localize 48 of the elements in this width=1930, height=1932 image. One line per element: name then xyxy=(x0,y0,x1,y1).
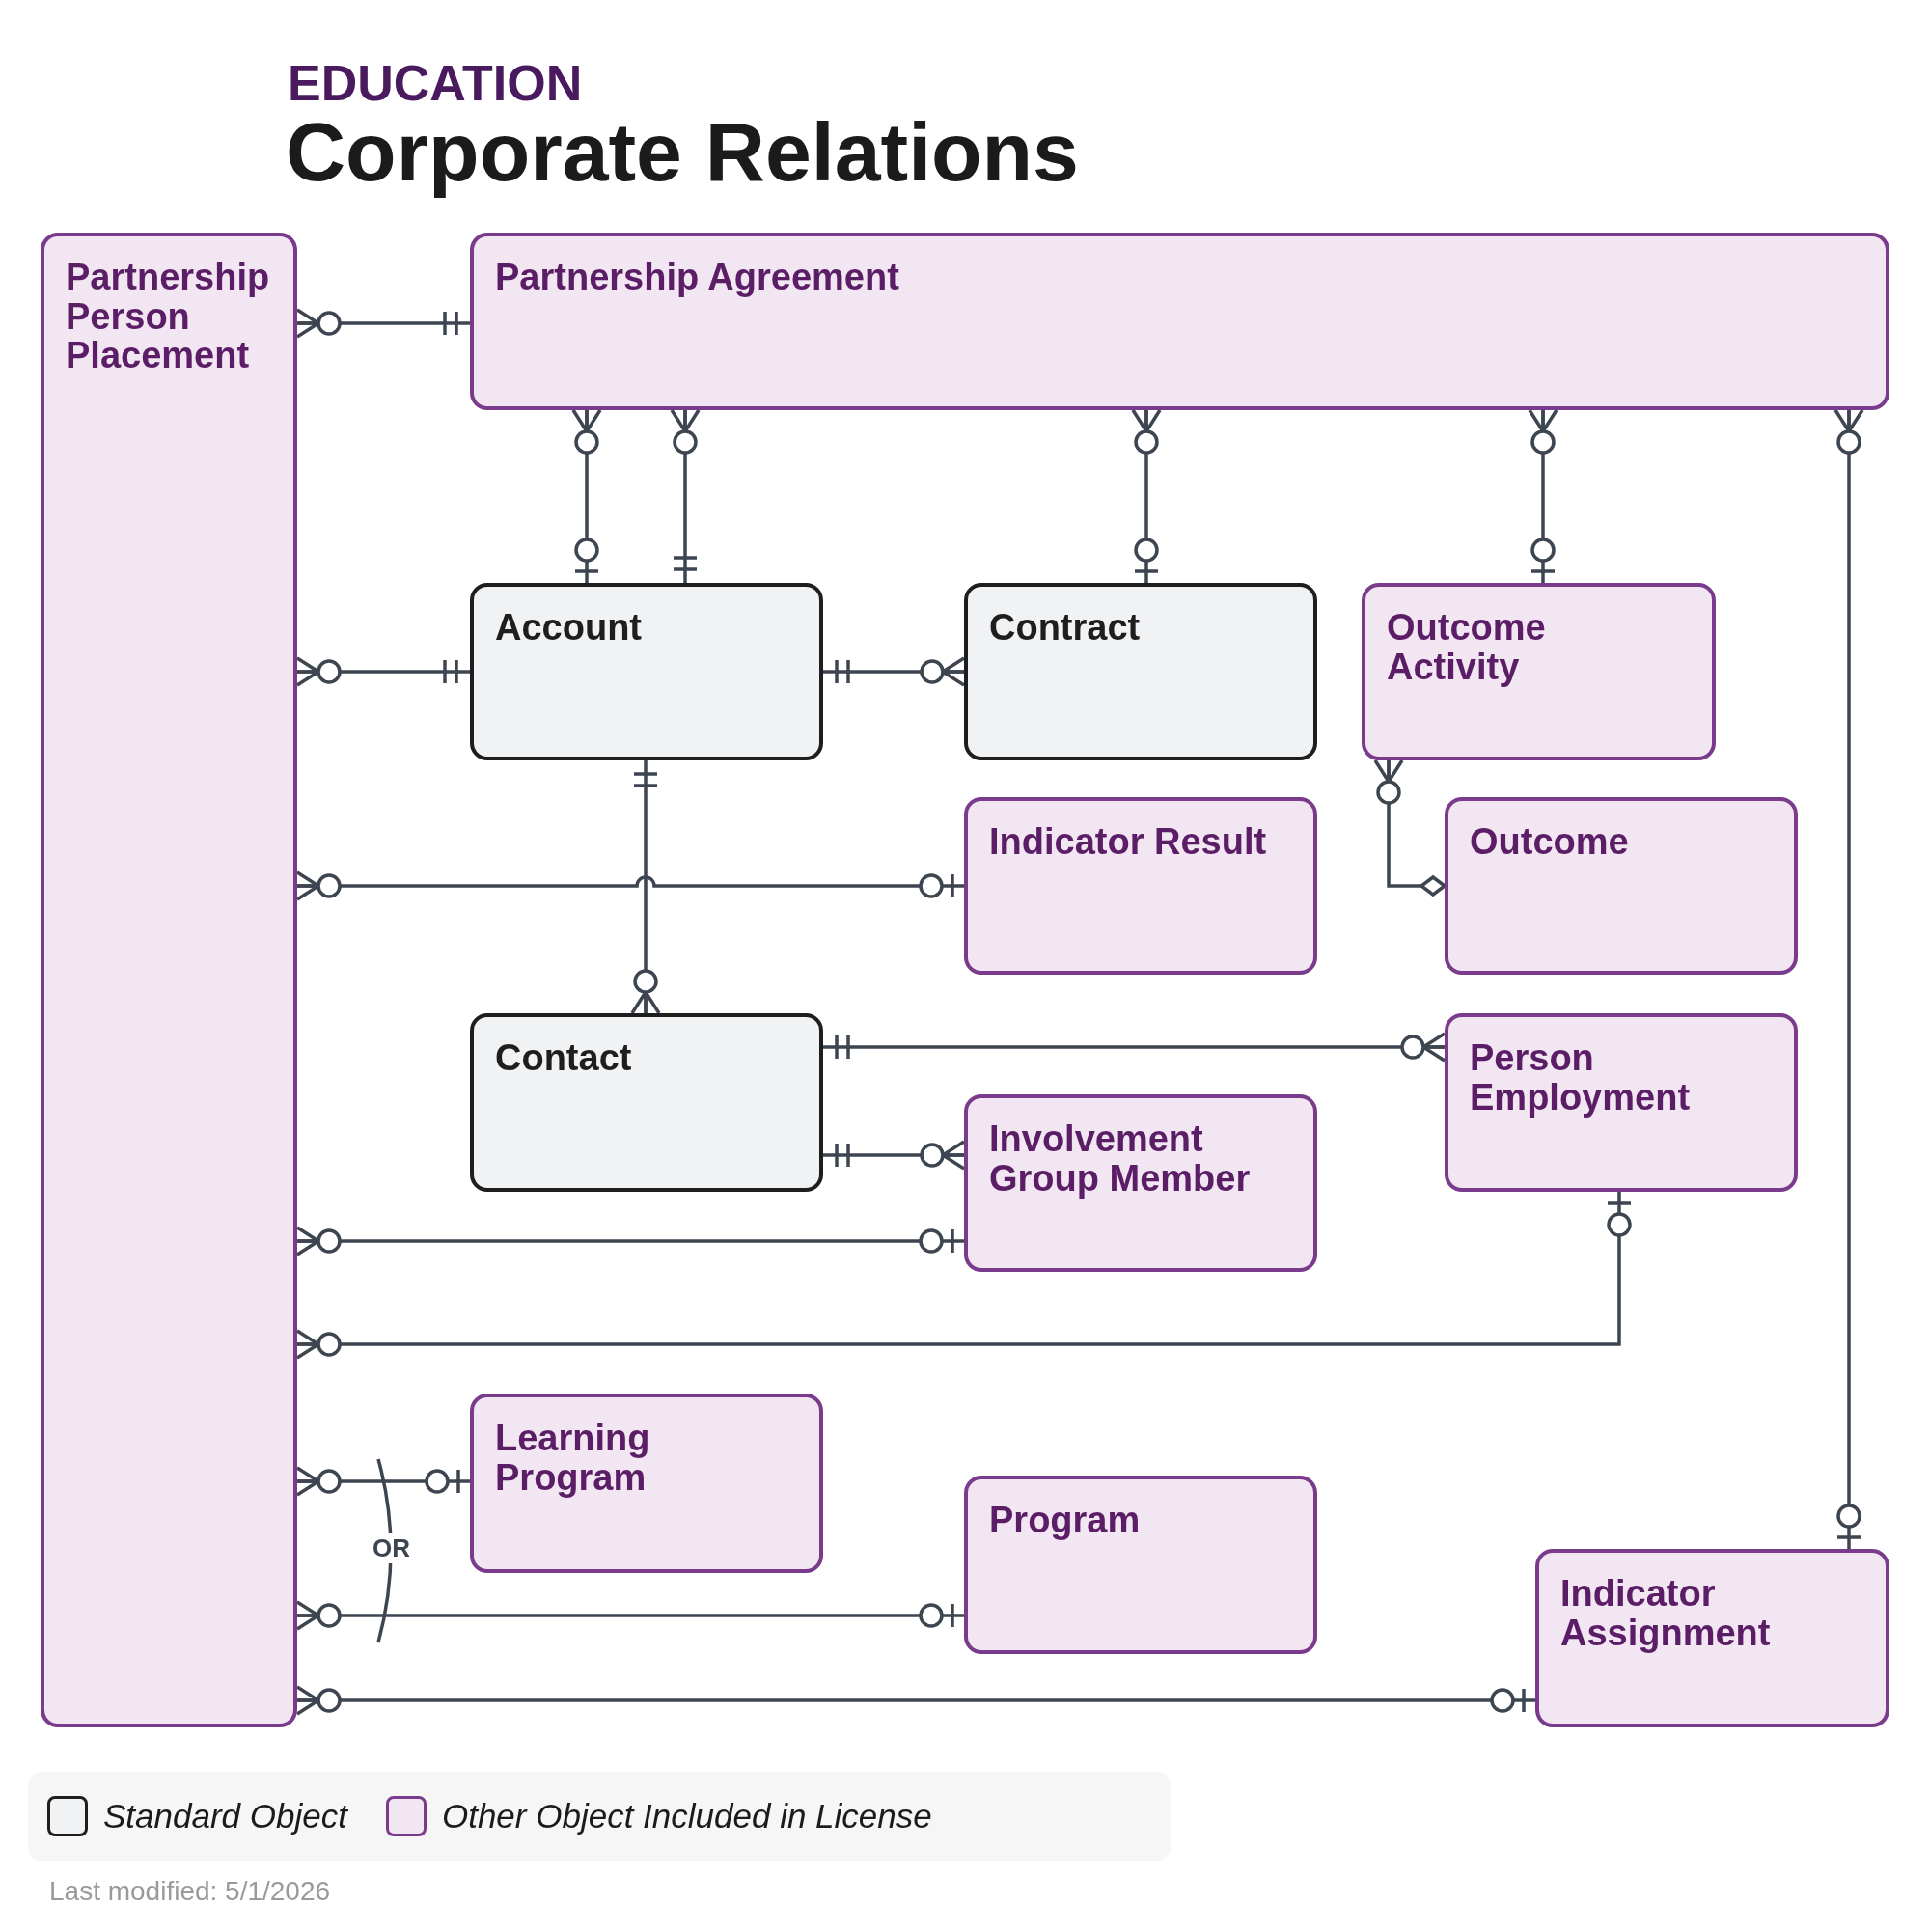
entity-name: Person Employment xyxy=(1470,1038,1692,1118)
relationship-line xyxy=(295,1466,470,1497)
entity-name: Indicator Assignment xyxy=(1560,1574,1772,1653)
relationship-line xyxy=(823,1032,1447,1063)
entity-name: Partnership Person Placement xyxy=(66,258,271,375)
entity-name: Outcome Activity xyxy=(1387,608,1547,687)
entity-box xyxy=(1445,1013,1798,1192)
entity-box xyxy=(470,233,1889,410)
entity-name: Account xyxy=(495,608,643,648)
relationship-line xyxy=(571,408,602,583)
entity-box xyxy=(964,583,1317,760)
relationship-line xyxy=(823,656,966,687)
relationship-line xyxy=(1834,408,1864,1549)
entity-box xyxy=(470,1394,823,1573)
entity-box xyxy=(1362,583,1716,760)
relationship-line xyxy=(295,1226,964,1256)
legend-text: Other Object Included in License xyxy=(441,1797,932,1835)
relationship-line xyxy=(295,308,470,339)
legend-text: Standard Object xyxy=(103,1797,347,1835)
relationship-line xyxy=(295,1685,1535,1716)
relationship-line xyxy=(823,1140,966,1171)
entity-box xyxy=(964,1094,1317,1272)
entity-name: Outcome xyxy=(1470,822,1630,862)
relationship-line xyxy=(1528,408,1558,583)
relationship-line xyxy=(295,870,964,901)
entity-box xyxy=(41,233,297,1727)
entity-name: Program xyxy=(989,1501,1142,1540)
entity-box xyxy=(1445,797,1798,975)
entity-box xyxy=(470,583,823,760)
relationship-line xyxy=(630,760,661,1015)
relationship-line xyxy=(670,408,701,583)
entity-name: Indicator Result xyxy=(989,822,1268,862)
entity-name: Contact xyxy=(495,1038,633,1078)
relationship-line xyxy=(295,1192,1633,1360)
entity-box xyxy=(964,797,1317,975)
relationship-line xyxy=(1373,759,1447,897)
relationship-line xyxy=(295,1600,964,1631)
relationship-line xyxy=(1131,408,1162,583)
or-label: OR xyxy=(371,1533,412,1563)
entity-name: Partnership Agreement xyxy=(495,258,900,297)
entity-box xyxy=(470,1013,823,1192)
entity-name: Involvement Group Member xyxy=(989,1119,1252,1199)
entity-name: Contract xyxy=(989,608,1142,648)
relationship-line xyxy=(295,656,470,687)
entity-name: Learning Program xyxy=(495,1419,651,1498)
entity-box xyxy=(964,1476,1317,1654)
modified-note: Last modified: 5/1/2026 xyxy=(49,1876,331,1907)
entity-box xyxy=(1535,1549,1889,1727)
